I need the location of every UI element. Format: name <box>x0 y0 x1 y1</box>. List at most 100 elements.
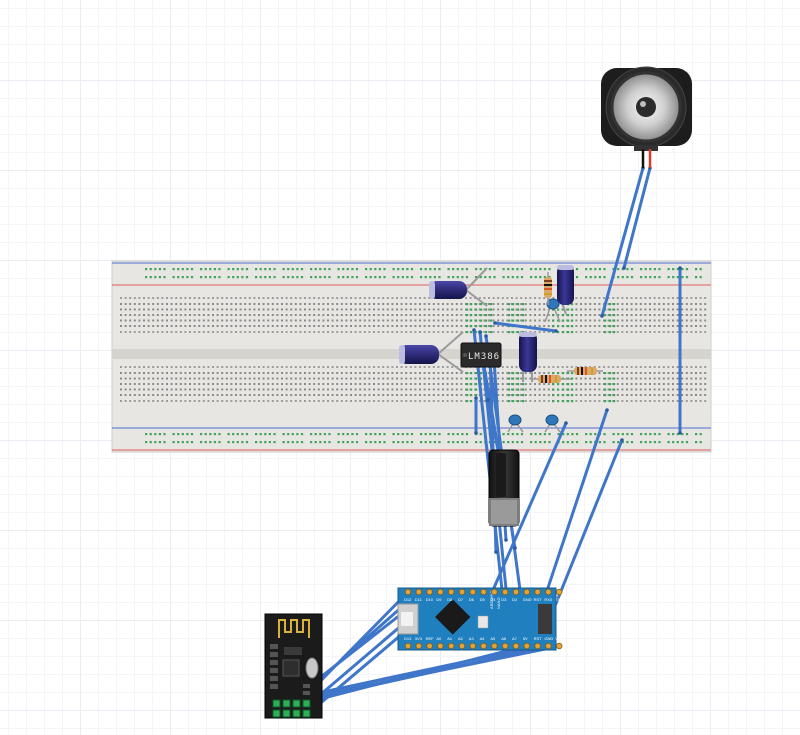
nano-top-pin[interactable] <box>534 588 541 596</box>
nano-bottom-pin[interactable] <box>437 642 444 650</box>
nano-bottom-pin[interactable] <box>480 642 487 650</box>
nano-bottom-pin[interactable] <box>491 642 498 650</box>
nano-pin-label: D13 <box>404 636 412 641</box>
crystal-oscillator <box>305 657 319 679</box>
nano-bottom-pin[interactable] <box>502 642 509 650</box>
nano-pin-label: D10 <box>426 597 434 602</box>
nano-pin-label: A6 <box>501 636 507 641</box>
ic-label: LM386 <box>468 352 500 362</box>
nrf-pin-header <box>272 699 311 718</box>
nano-bottom-pin[interactable] <box>556 642 563 650</box>
potentiometer[interactable] <box>488 449 520 527</box>
nano-bottom-pin[interactable] <box>426 642 433 650</box>
nano-top-pin[interactable] <box>480 588 487 596</box>
nrf-pin[interactable] <box>292 699 301 708</box>
nano-top-pin[interactable] <box>426 588 433 596</box>
pcb-antenna-trace <box>278 619 310 638</box>
nano-pin-label: TX1 <box>555 597 563 602</box>
nrf-pin[interactable] <box>272 699 281 708</box>
electrolytic-capacitor-1[interactable] <box>429 267 488 307</box>
nano-bottom-pin[interactable] <box>458 642 466 650</box>
svg-text:NANO: NANO <box>496 597 501 609</box>
nano-pin-label: VIN <box>555 636 562 641</box>
nano-pin-label: A2 <box>458 636 464 641</box>
breadboard-holes <box>120 268 707 444</box>
ceramic-capacitor-2[interactable] <box>507 414 524 433</box>
electrolytic-capacitor-4[interactable] <box>519 332 537 382</box>
nano-pin-label: D2 <box>512 597 518 602</box>
nano-top-pin[interactable] <box>458 588 466 596</box>
microcontroller-chip <box>435 599 471 635</box>
arduino-brand: ARDUINO NANO <box>489 591 501 609</box>
icsp-header <box>538 604 552 634</box>
electrolytic-capacitor-3[interactable] <box>557 265 574 315</box>
nano-bottom-pin[interactable] <box>512 642 520 650</box>
speaker[interactable] <box>601 66 692 168</box>
nano-top-pin[interactable] <box>512 588 520 596</box>
nano-pin-label: RST <box>534 597 543 602</box>
nano-pin-label: D5 <box>480 597 486 602</box>
nano-top-pin[interactable] <box>415 588 422 596</box>
nano-bottom-pin[interactable] <box>469 642 476 650</box>
nrf-pin[interactable] <box>292 709 301 718</box>
nano-bottom-pin[interactable] <box>545 642 552 650</box>
resistor-1[interactable] <box>544 272 552 305</box>
nrf-pin[interactable] <box>282 709 291 718</box>
nrf-chip <box>282 659 300 677</box>
wire-5[interactable] <box>493 321 558 333</box>
nano-pin-label: D3 <box>501 597 507 602</box>
nano-pin-label: RX0 <box>544 597 553 602</box>
nano-pin-label: D8 <box>447 597 453 602</box>
nano-top-pin[interactable] <box>523 588 530 596</box>
nano-pin-label: 5V <box>523 636 528 641</box>
wire-13[interactable] <box>491 421 568 592</box>
nano-pin-label: A4 <box>480 636 486 641</box>
nano-pin-label: A0 <box>436 636 442 641</box>
wire-2[interactable] <box>622 166 652 270</box>
nano-top-pin[interactable] <box>404 588 412 596</box>
nano-pin-label: D4 <box>490 597 496 602</box>
nano-bottom-pin[interactable] <box>534 642 541 650</box>
nano-pin-label: A5 <box>490 636 496 641</box>
nano-top-pin[interactable] <box>545 588 552 596</box>
wire-24[interactable] <box>306 646 520 704</box>
nano-pin-label: D11 <box>415 597 423 602</box>
nrf-pin[interactable] <box>302 699 311 708</box>
nano-top-pin[interactable] <box>491 588 498 596</box>
nano-bottom-pin[interactable] <box>415 642 422 650</box>
nano-pin-label: D6 <box>469 597 475 602</box>
svg-text:ARDUINO: ARDUINO <box>489 591 494 609</box>
reset-button[interactable] <box>477 615 489 629</box>
nano-top-pin[interactable] <box>556 588 563 596</box>
nano-top-pin[interactable] <box>469 588 476 596</box>
nrf-pin[interactable] <box>282 699 291 708</box>
electrolytic-capacitor-2[interactable] <box>399 331 464 373</box>
nano-pin-label: GND <box>523 597 532 602</box>
nano-pin-label: 3V3 <box>415 636 423 641</box>
nano-pin-label: RST <box>534 636 543 641</box>
nano-pin-label: GND <box>544 636 553 641</box>
nano-bottom-pin[interactable] <box>404 642 412 650</box>
ceramic-capacitor-3[interactable] <box>544 414 561 433</box>
nano-pin-label: D9 <box>436 597 442 602</box>
ceramic-capacitor-1[interactable] <box>544 298 561 323</box>
nrf24l01-radio-module[interactable] <box>264 613 323 719</box>
resistor-3[interactable] <box>567 367 603 375</box>
nrf-pin[interactable] <box>302 709 311 718</box>
wire-1[interactable] <box>600 166 645 318</box>
nano-pin-label: A7 <box>512 636 518 641</box>
nano-bottom-pin[interactable] <box>523 642 530 650</box>
nano-pin-label: A1 <box>447 636 453 641</box>
lm386-amplifier-ic[interactable]: LM386 <box>460 342 502 368</box>
nano-pin-label: D12 <box>404 597 412 602</box>
resistor-2[interactable] <box>533 375 571 383</box>
nano-top-pin[interactable] <box>437 588 444 596</box>
nano-pin-label: A3 <box>469 636 475 641</box>
nrf-pin[interactable] <box>272 709 281 718</box>
nano-top-pin[interactable] <box>448 588 455 596</box>
nano-top-pin[interactable] <box>502 588 509 596</box>
nano-bottom-pin[interactable] <box>448 642 455 650</box>
